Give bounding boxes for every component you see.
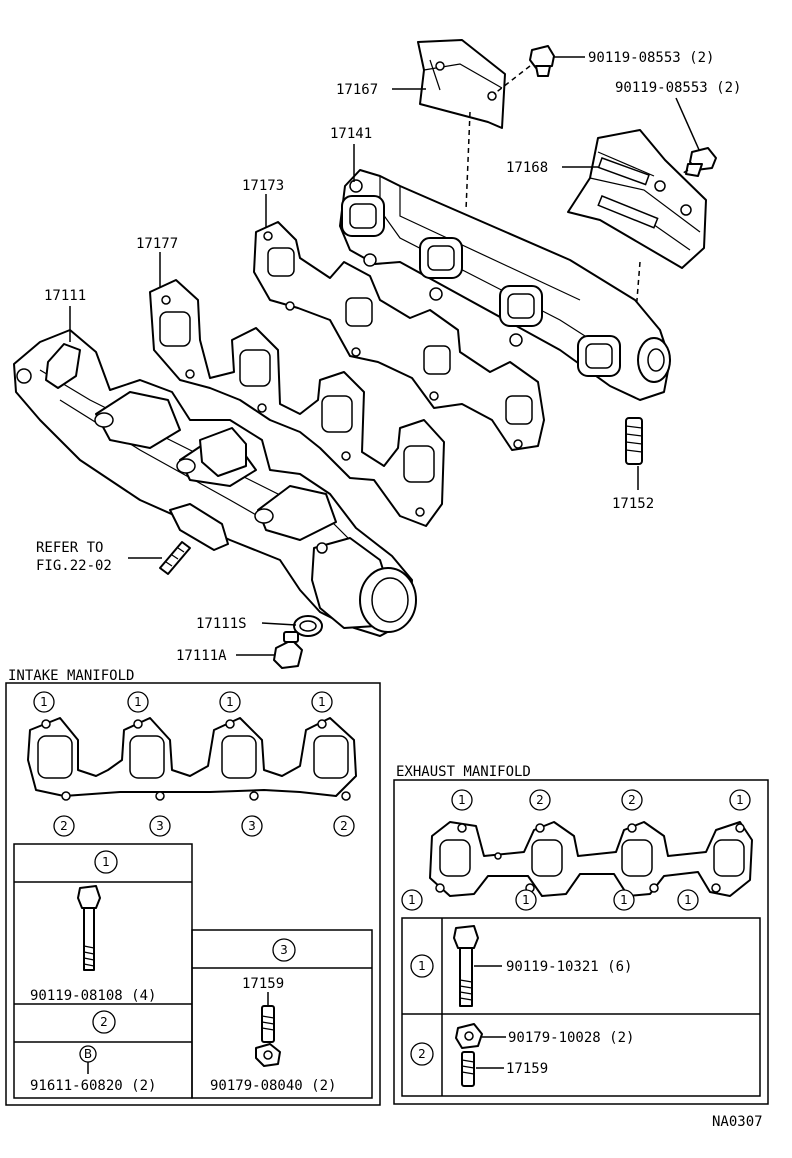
bolt-90119-08553-a bbox=[529, 45, 555, 77]
svg-text:1: 1 bbox=[418, 959, 426, 973]
intake-bottom-mark-4: 2 bbox=[333, 815, 355, 837]
intake-table-header-2: 2 bbox=[92, 1010, 116, 1034]
exhaust-bottom-mark-1: 1 bbox=[401, 889, 423, 911]
label-17177: 17177 bbox=[136, 236, 178, 252]
svg-text:2: 2 bbox=[628, 793, 636, 807]
intake-panel bbox=[5, 682, 381, 1106]
label-17168: 17168 bbox=[506, 160, 548, 176]
intake-bottom-mark-1: 2 bbox=[53, 815, 75, 837]
label-17173: 17173 bbox=[242, 178, 284, 194]
label-17111: 17111 bbox=[44, 288, 86, 304]
refer-fig-label: FIG.22-02 bbox=[36, 558, 112, 574]
figure-code: NA0307 bbox=[712, 1114, 763, 1130]
svg-text:2: 2 bbox=[536, 793, 544, 807]
stud-17159-intake bbox=[255, 1005, 281, 1067]
intake-bottom-mark-2: 3 bbox=[149, 815, 171, 837]
intake-bottom-mark-3: 3 bbox=[241, 815, 263, 837]
intake-top-mark-4: 1 bbox=[311, 691, 333, 713]
label-17159-intake: 17159 bbox=[242, 976, 284, 992]
heat-insulator-17167 bbox=[417, 39, 506, 129]
intake-top-mark-1: 1 bbox=[33, 691, 55, 713]
exhaust-top-mark-1: 1 bbox=[451, 789, 473, 811]
plug-17111A bbox=[273, 631, 303, 669]
svg-text:1: 1 bbox=[736, 793, 744, 807]
exhaust-panel-title: EXHAUST MANIFOLD bbox=[396, 764, 531, 780]
svg-text:2: 2 bbox=[340, 819, 348, 833]
svg-text:3: 3 bbox=[156, 819, 164, 833]
intake-manifold-17111 bbox=[13, 329, 417, 637]
exhaust-bottom-mark-3: 1 bbox=[613, 889, 635, 911]
label-90119-08108: 90119-08108 (4) bbox=[30, 988, 156, 1004]
exhaust-bottom-mark-2: 1 bbox=[515, 889, 537, 911]
svg-text:1: 1 bbox=[40, 695, 48, 709]
label-90119-10321: 90119-10321 (6) bbox=[506, 959, 632, 975]
svg-text:1: 1 bbox=[226, 695, 234, 709]
bolt-90119-08553-b bbox=[685, 147, 717, 177]
svg-text:1: 1 bbox=[134, 695, 142, 709]
svg-text:1: 1 bbox=[318, 695, 326, 709]
label-91611-60820: 91611-60820 (2) bbox=[30, 1078, 156, 1094]
intake-gasket-layout bbox=[27, 717, 357, 801]
nut-90179-10028 bbox=[455, 1023, 483, 1049]
exhaust-top-mark-4: 1 bbox=[729, 789, 751, 811]
exhaust-manifold-17141 bbox=[339, 169, 671, 401]
svg-text:1: 1 bbox=[458, 793, 466, 807]
intake-fastener-table bbox=[13, 843, 373, 1099]
stud-refer-fig-22-02 bbox=[159, 541, 191, 575]
svg-text:1: 1 bbox=[620, 893, 628, 907]
exhaust-table-row-2: 2 bbox=[410, 1042, 434, 1066]
label-17152: 17152 bbox=[612, 496, 654, 512]
label-17167: 17167 bbox=[336, 82, 378, 98]
intake-top-mark-3: 1 bbox=[219, 691, 241, 713]
intake-gasket-17177 bbox=[149, 279, 445, 527]
intake-table-header-3: 3 bbox=[272, 938, 296, 962]
svg-text:2: 2 bbox=[100, 1015, 108, 1029]
label-90119-08553-a: 90119-08553 (2) bbox=[588, 50, 714, 66]
svg-text:2: 2 bbox=[418, 1047, 426, 1061]
bolt-90119-10321 bbox=[453, 925, 479, 1007]
label-17141: 17141 bbox=[330, 126, 372, 142]
b-mark-icon: B bbox=[79, 1045, 97, 1063]
stud-17152 bbox=[625, 417, 643, 465]
label-17111S: 17111S bbox=[196, 616, 247, 632]
label-17159-exhaust: 17159 bbox=[506, 1061, 548, 1077]
intake-panel-title: INTAKE MANIFOLD bbox=[8, 668, 134, 684]
svg-text:3: 3 bbox=[280, 943, 288, 957]
exhaust-top-mark-3: 2 bbox=[621, 789, 643, 811]
exhaust-fastener-table bbox=[401, 917, 761, 1097]
exhaust-panel bbox=[393, 779, 769, 1105]
label-90179-08040: 90179-08040 (2) bbox=[210, 1078, 336, 1094]
label-90179-10028: 90179-10028 (2) bbox=[508, 1030, 634, 1046]
stud-17159-exhaust bbox=[461, 1051, 475, 1087]
svg-text:3: 3 bbox=[248, 819, 256, 833]
svg-text:1: 1 bbox=[684, 893, 692, 907]
bolt-90119-08108 bbox=[77, 885, 101, 971]
exhaust-top-mark-2: 2 bbox=[529, 789, 551, 811]
exhaust-table-row-1: 1 bbox=[410, 954, 434, 978]
refer-to-label: REFER TO bbox=[36, 540, 103, 556]
heat-insulator-17168 bbox=[567, 129, 707, 269]
svg-text:1: 1 bbox=[522, 893, 530, 907]
svg-text:1: 1 bbox=[408, 893, 416, 907]
svg-text:1: 1 bbox=[102, 855, 110, 869]
exhaust-bottom-mark-4: 1 bbox=[677, 889, 699, 911]
intake-table-header-1: 1 bbox=[94, 850, 118, 874]
svg-text:2: 2 bbox=[60, 819, 68, 833]
intake-top-mark-2: 1 bbox=[127, 691, 149, 713]
o-ring-17111S bbox=[293, 615, 323, 637]
exhaust-gasket-layout bbox=[429, 821, 753, 897]
exhaust-gasket-17173 bbox=[253, 221, 545, 451]
label-17111A: 17111A bbox=[176, 648, 227, 664]
label-90119-08553-b: 90119-08553 (2) bbox=[615, 80, 741, 96]
svg-text:B: B bbox=[84, 1047, 92, 1061]
